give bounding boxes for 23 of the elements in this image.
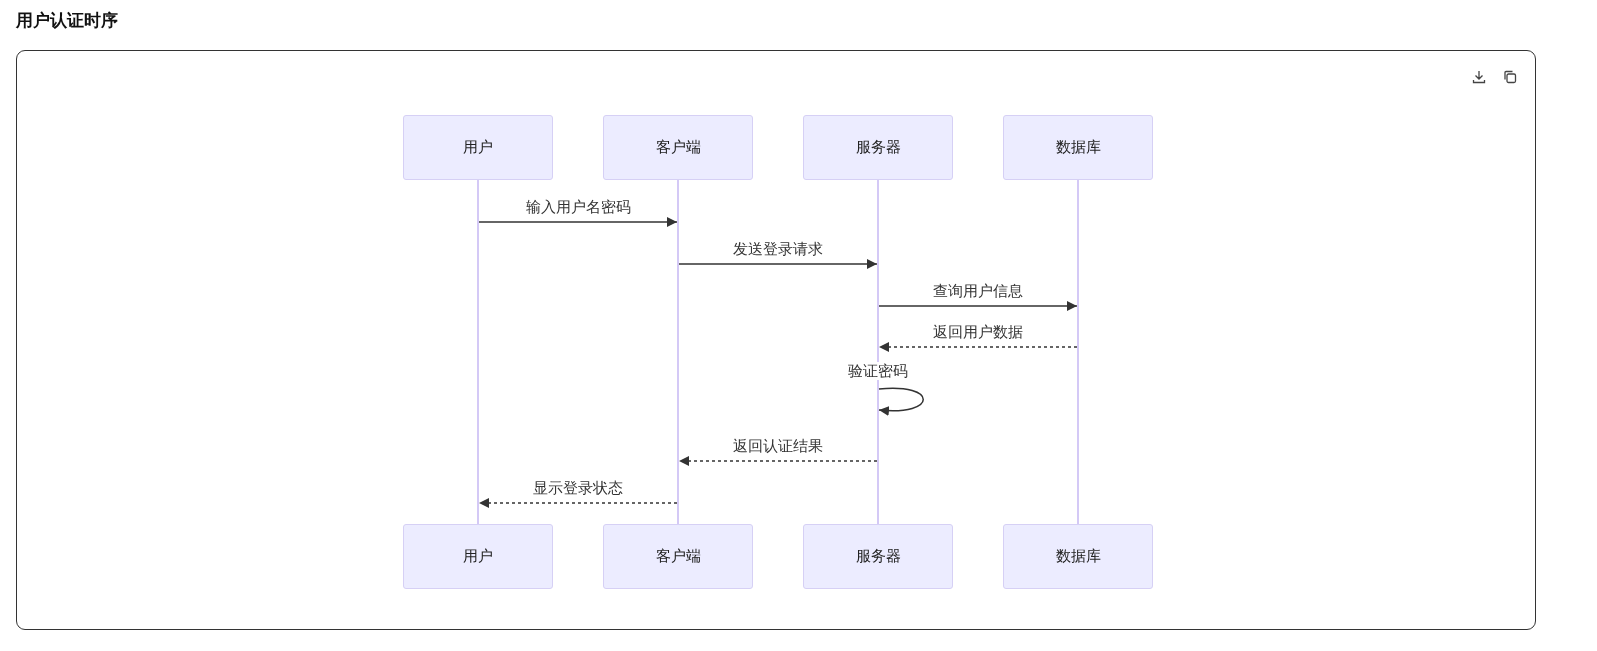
participant-box: 用户 xyxy=(403,524,553,589)
message-arrow xyxy=(678,456,878,466)
participant-box: 客户端 xyxy=(603,115,753,180)
message-label: 验证密码 xyxy=(846,362,910,380)
title: 用户认证时序 xyxy=(16,9,118,32)
participant-box: 数据库 xyxy=(1003,524,1153,589)
participant-box: 服务器 xyxy=(803,524,953,589)
message-arrow xyxy=(478,217,678,227)
participant-box: 用户 xyxy=(403,115,553,180)
message-arrow xyxy=(878,301,1078,311)
participant-box: 服务器 xyxy=(803,115,953,180)
message-arrow xyxy=(878,342,1078,352)
participant-box: 客户端 xyxy=(603,524,753,589)
self-message-arrow xyxy=(878,387,924,416)
message-arrow xyxy=(678,259,878,269)
message-arrow xyxy=(478,498,678,508)
message-label: 返回认证结果 xyxy=(731,437,825,455)
message-label: 输入用户名密码 xyxy=(523,198,633,216)
participant-box: 数据库 xyxy=(1003,115,1153,180)
message-label: 返回用户数据 xyxy=(931,323,1025,341)
message-label: 发送登录请求 xyxy=(731,240,825,258)
message-label: 查询用户信息 xyxy=(931,282,1025,300)
message-label: 显示登录状态 xyxy=(531,479,625,497)
